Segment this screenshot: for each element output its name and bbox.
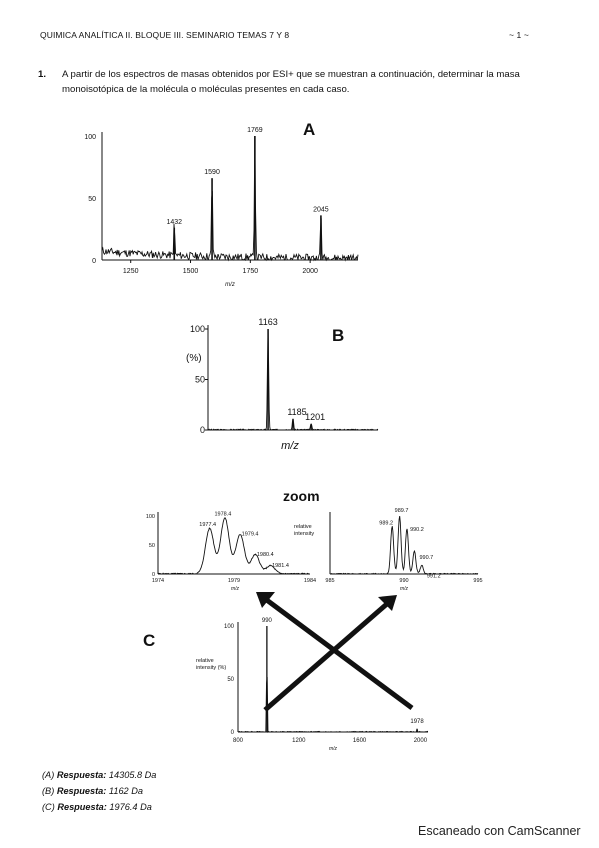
spectrum-c-letter: C: [143, 631, 156, 650]
peak-label: 1163: [258, 317, 277, 327]
x-axis-label: m/z: [281, 440, 299, 452]
peak-label: 1979.4: [242, 532, 259, 538]
answer-b-label: Respuesta:: [56, 786, 107, 796]
document-header-title: QUIMICA ANALÍTICA II. BLOQUE III. SEMINA…: [40, 30, 290, 40]
peak-label: 1980.4: [257, 552, 274, 558]
arrow-to-zoom-left: [262, 595, 414, 711]
y-tick-label: 100: [224, 624, 235, 630]
spectrum-trace: [157, 517, 310, 575]
y-tick-label: 0: [200, 425, 205, 435]
x-tick-label: 985: [325, 578, 334, 584]
peak-label: 989.7: [395, 508, 409, 514]
peak-label: 990.7: [419, 555, 433, 561]
peak-label: 1978: [410, 719, 424, 725]
answer-a-label: Respuesta:: [56, 770, 107, 780]
peak-label: 1981.4: [272, 563, 289, 569]
answer-b-value: 1162 Da: [108, 786, 143, 796]
page-number: ~ 1 ~: [509, 30, 529, 40]
arrow-to-zoom-right-head: [378, 595, 397, 611]
arrow-to-zoom-right: [263, 601, 390, 712]
peak-label: 1432: [166, 219, 182, 226]
x-tick-label: 800: [233, 738, 244, 744]
answer-a-value: 14305.8 Da: [108, 770, 157, 780]
y-tick-label: 0: [92, 258, 96, 265]
x-tick-label: 995: [473, 578, 482, 584]
x-tick-label: 1600: [353, 738, 367, 744]
question-text-line-1: A partir de los espectros de masas obten…: [62, 69, 520, 80]
x-tick-label: 2000: [302, 268, 318, 275]
y-tick-label: 50: [149, 543, 155, 549]
spectrum-trace: [329, 516, 479, 575]
spectrum-trace: [237, 676, 429, 733]
x-tick-label: 1974: [152, 578, 164, 584]
x-tick-label: 2000: [414, 738, 428, 744]
x-tick-label: 1750: [243, 268, 259, 275]
answer-c: (C) Respuesta: 1976.4 Da: [42, 799, 156, 815]
y-tick-label: 0: [152, 572, 155, 578]
x-tick-label: 1200: [292, 738, 306, 744]
zoom-label: zoom: [283, 488, 320, 504]
question-number: 1.: [38, 69, 47, 80]
peak-label: 990: [262, 618, 273, 624]
peak-label: 1978.4: [214, 511, 231, 517]
x-axis-label: m/z: [329, 746, 338, 752]
answer-a-prefix: (A): [42, 770, 55, 780]
x-tick-label: 1500: [183, 268, 199, 275]
y-axis-label-line-2: intensity (%): [196, 665, 226, 671]
x-tick-label: 1984: [304, 578, 316, 584]
peak-label: 989.2: [379, 520, 393, 526]
arrow-to-zoom-left-head: [256, 592, 275, 608]
spectrum-b-letter: B: [332, 326, 345, 345]
question-text: A partir de los espectros de masas obten…: [62, 67, 582, 97]
y-axis-label-line-1: relative: [294, 524, 312, 530]
peak-label: 1769: [247, 127, 263, 134]
peak-label: 1201: [305, 412, 325, 422]
x-axis-label: m/z: [231, 586, 240, 592]
spectrum-trace: [101, 135, 359, 262]
y-tick-label: 50: [227, 677, 234, 683]
y-tick-label: 50: [195, 375, 205, 385]
x-tick-label: 1979: [228, 578, 240, 584]
answer-b-prefix: (B): [42, 786, 55, 796]
y-tick-label: 100: [190, 324, 205, 334]
answer-c-label: Respuesta:: [57, 802, 107, 812]
peak-label: 2045: [313, 206, 329, 213]
spectrum-trace: [208, 328, 379, 431]
peak-label: 990.2: [410, 527, 424, 533]
answers-list: (A) Respuesta: 14305.8 Da (B) Respuesta:…: [42, 767, 156, 815]
peak-label: 991.2: [427, 573, 441, 579]
y-axis-label-line-1: relative: [196, 658, 214, 664]
question-text-line-2: monoisotópica de la molécula o moléculas…: [62, 84, 350, 95]
peak-label: 1590: [204, 169, 220, 176]
answer-b: (B) Respuesta: 1162 Da: [42, 783, 156, 799]
y-tick-label: 0: [231, 730, 235, 736]
y-axis-label: (%): [186, 353, 202, 364]
peak-label: 1185: [287, 407, 306, 417]
answer-c-prefix: (C): [42, 802, 55, 812]
spectrum-a-letter: A: [303, 120, 316, 139]
scanner-watermark: Escaneado con CamScanner: [418, 824, 581, 838]
spectrum-a-chart: 100 50 0 1250 1500 1750 2000 m/z 1432 1590 1769 204…: [84, 127, 359, 288]
x-axis-label: m/z: [225, 282, 235, 288]
y-tick-label: 100: [146, 514, 155, 520]
peak-label: 1977.4: [199, 522, 216, 528]
answer-c-value: 1976.4 Da: [109, 802, 152, 812]
x-tick-label: 1250: [123, 268, 139, 275]
y-axis-label-line-2: intensity: [294, 531, 314, 537]
y-tick-label: 100: [84, 134, 96, 141]
x-axis-label: m/z: [400, 586, 409, 592]
y-tick-label: 50: [88, 196, 96, 203]
answer-a: (A) Respuesta: 14305.8 Da: [42, 767, 156, 783]
x-tick-label: 990: [399, 578, 408, 584]
